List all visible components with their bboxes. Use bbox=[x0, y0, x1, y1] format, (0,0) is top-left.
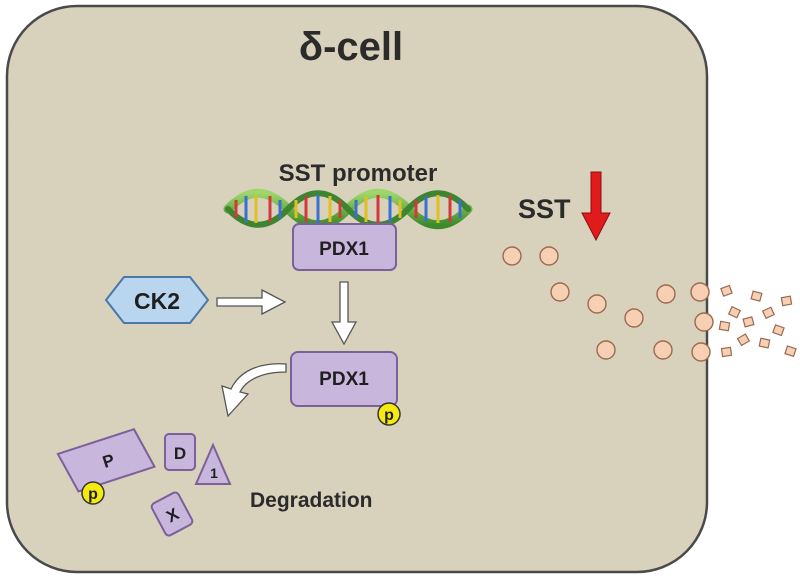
sst-granule bbox=[690, 282, 710, 302]
sst-particle bbox=[784, 345, 797, 358]
dna-helix-icon bbox=[223, 188, 473, 230]
sst-granule bbox=[656, 284, 676, 304]
fragment-1-label: 1 bbox=[210, 465, 218, 481]
sst-particle bbox=[750, 290, 763, 302]
phospho-fragment-label: p bbox=[88, 486, 98, 503]
white-arrow-icon bbox=[216, 288, 287, 316]
pdx1-bottom-box: PDX1 bbox=[290, 351, 398, 407]
pdx1-top-label: PDX1 bbox=[319, 239, 369, 260]
sst-particle bbox=[727, 305, 742, 319]
sst-particle bbox=[758, 337, 771, 349]
sst-particle bbox=[761, 306, 776, 320]
sst-particle bbox=[736, 333, 751, 347]
pdx1-bottom-label: PDX1 bbox=[319, 369, 369, 390]
sst-granule bbox=[502, 246, 522, 266]
ck2-label: CK2 bbox=[134, 288, 180, 314]
sst-particle bbox=[720, 346, 733, 358]
sst-granule bbox=[587, 294, 607, 314]
white-down-arrow-icon bbox=[330, 281, 358, 346]
fragment-p-label: P bbox=[100, 450, 117, 472]
sst-granule bbox=[596, 340, 616, 360]
sst-granule bbox=[550, 282, 570, 302]
phospho-fragment-badge: p bbox=[81, 481, 105, 505]
fragment-1: 1 bbox=[194, 442, 232, 485]
sst-particle bbox=[720, 284, 733, 297]
pdx1-top-box: PDX1 bbox=[292, 223, 397, 271]
red-down-arrow-icon bbox=[581, 171, 611, 242]
sst-particle bbox=[718, 320, 731, 332]
fragment-d: D bbox=[164, 433, 196, 471]
sst-granule bbox=[539, 246, 559, 266]
ck2-kinase: CK2 bbox=[104, 276, 210, 324]
sst-granule bbox=[653, 340, 673, 360]
sst-particle bbox=[742, 316, 755, 328]
secreted-sst bbox=[718, 284, 797, 358]
sst-granule bbox=[691, 342, 711, 362]
sst-particle bbox=[780, 295, 793, 307]
phospho-label: p bbox=[384, 407, 394, 424]
sst-particle bbox=[772, 324, 785, 337]
cell-membrane bbox=[5, 4, 709, 574]
fragment-x: X bbox=[150, 491, 194, 537]
fragment-d-label: D bbox=[174, 444, 186, 463]
promoter-label: SST promoter bbox=[279, 160, 438, 187]
curved-arrow-icon bbox=[221, 363, 287, 418]
cell-title: δ-cell bbox=[299, 25, 403, 69]
phospho-badge: p bbox=[377, 402, 401, 426]
sst-label: SST bbox=[518, 194, 571, 224]
sst-granules bbox=[502, 246, 714, 362]
degradation-label: Degradation bbox=[250, 489, 373, 512]
sst-granule bbox=[694, 312, 714, 332]
fragment-p: P bbox=[56, 428, 157, 493]
sst-granule bbox=[624, 308, 644, 328]
